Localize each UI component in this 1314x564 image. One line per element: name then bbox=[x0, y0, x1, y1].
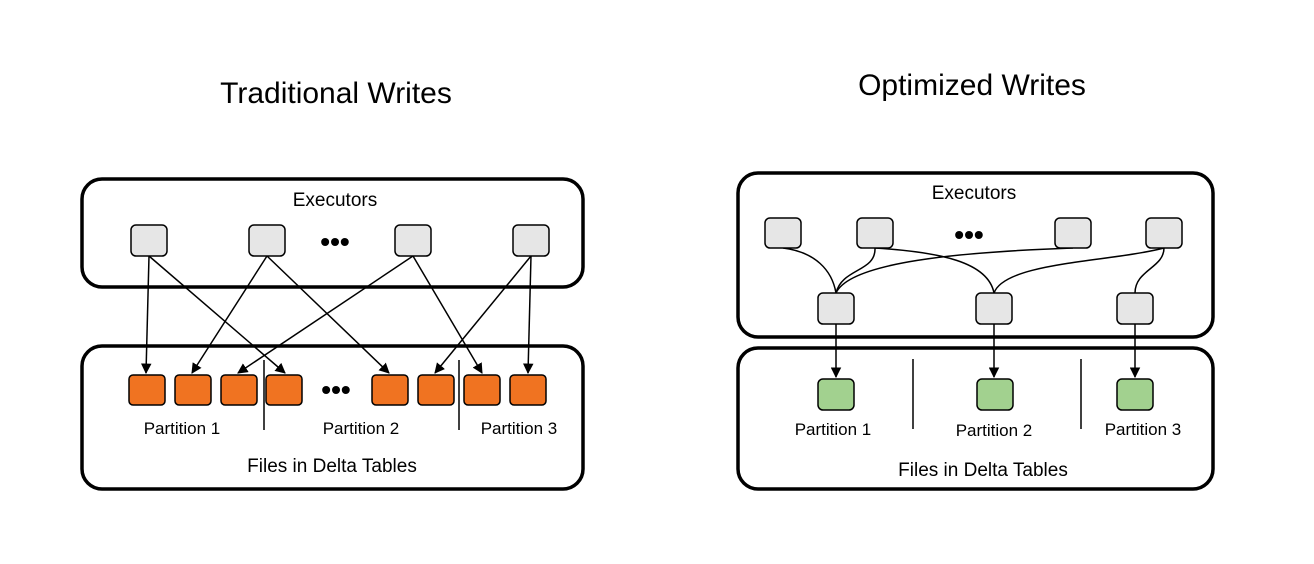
traditional-arrow-e1-f1 bbox=[140, 255, 152, 375]
optimized-partition-1-label: Partition 1 bbox=[795, 420, 872, 439]
optimized-executor-4 bbox=[1145, 217, 1183, 249]
optimized-merge-node-1 bbox=[817, 292, 855, 325]
optimized-writes-panel: Optimized Writes Executors ••• Partition… bbox=[736, 69, 1215, 491]
traditional-arrow-e2-f5 bbox=[266, 255, 390, 374]
optimized-file-1 bbox=[817, 378, 855, 411]
optimized-shuffle-e2-m1 bbox=[835, 247, 876, 294]
optimized-partition-2-label: Partition 2 bbox=[956, 421, 1033, 440]
optimized-shuffle-e4-m3 bbox=[1134, 247, 1165, 294]
traditional-file-4 bbox=[265, 374, 303, 406]
optimized-shuffle-e1-m1 bbox=[782, 247, 837, 294]
traditional-arrow-e1-f4 bbox=[148, 255, 286, 374]
optimized-shuffle-e2-m2 bbox=[874, 247, 995, 294]
traditional-file-2 bbox=[174, 374, 212, 406]
traditional-arrow-e4-f6 bbox=[434, 255, 532, 374]
traditional-executors-label: Executors bbox=[293, 190, 377, 211]
optimized-executors-label: Executors bbox=[932, 183, 1016, 204]
optimized-files-label: Files in Delta Tables bbox=[898, 460, 1068, 481]
optimized-executor-1 bbox=[764, 217, 802, 249]
traditional-partition-1-label: Partition 1 bbox=[144, 419, 221, 438]
traditional-executor-ellipsis: ••• bbox=[320, 226, 349, 257]
optimized-title: Optimized Writes bbox=[858, 69, 1086, 102]
optimized-executor-3 bbox=[1054, 217, 1092, 249]
optimized-merge-node-3 bbox=[1116, 292, 1154, 325]
optimized-files-container bbox=[736, 346, 1215, 491]
traditional-arrow-e2-f2 bbox=[191, 255, 268, 374]
optimized-executor-2 bbox=[856, 217, 894, 249]
traditional-file-6 bbox=[417, 374, 455, 406]
traditional-file-3 bbox=[220, 374, 258, 406]
traditional-files-label: Files in Delta Tables bbox=[247, 456, 417, 477]
optimized-partition-3-label: Partition 3 bbox=[1105, 420, 1182, 439]
optimized-executor-ellipsis: ••• bbox=[954, 219, 983, 250]
traditional-executor-2 bbox=[248, 224, 286, 257]
traditional-file-5 bbox=[371, 374, 409, 406]
optimized-file-3 bbox=[1116, 378, 1154, 411]
traditional-file-8 bbox=[509, 374, 547, 406]
traditional-partition-2-label: Partition 2 bbox=[323, 419, 400, 438]
optimized-executors-container bbox=[736, 171, 1215, 339]
traditional-file-7 bbox=[463, 374, 501, 406]
optimized-shuffle-e3-m1 bbox=[835, 247, 1074, 294]
traditional-executors-container bbox=[80, 177, 585, 289]
traditional-title: Traditional Writes bbox=[220, 77, 452, 110]
traditional-file-1 bbox=[128, 374, 166, 406]
traditional-executor-1 bbox=[130, 224, 168, 257]
traditional-executor-4 bbox=[512, 224, 550, 257]
traditional-writes-panel: Traditional Writes Executors ••• ••• Par… bbox=[80, 77, 585, 491]
traditional-file-ellipsis: ••• bbox=[321, 374, 350, 405]
optimized-file-2 bbox=[976, 378, 1014, 411]
traditional-arrow-e3-f7 bbox=[412, 255, 483, 374]
traditional-arrow-e4-f8 bbox=[522, 255, 534, 375]
traditional-partition-3-label: Partition 3 bbox=[481, 419, 558, 438]
optimized-shuffle-e4-m2 bbox=[993, 247, 1165, 294]
traditional-arrow-e3-f3 bbox=[237, 255, 414, 374]
traditional-executor-3 bbox=[394, 224, 432, 257]
optimized-merge-node-2 bbox=[975, 292, 1013, 325]
